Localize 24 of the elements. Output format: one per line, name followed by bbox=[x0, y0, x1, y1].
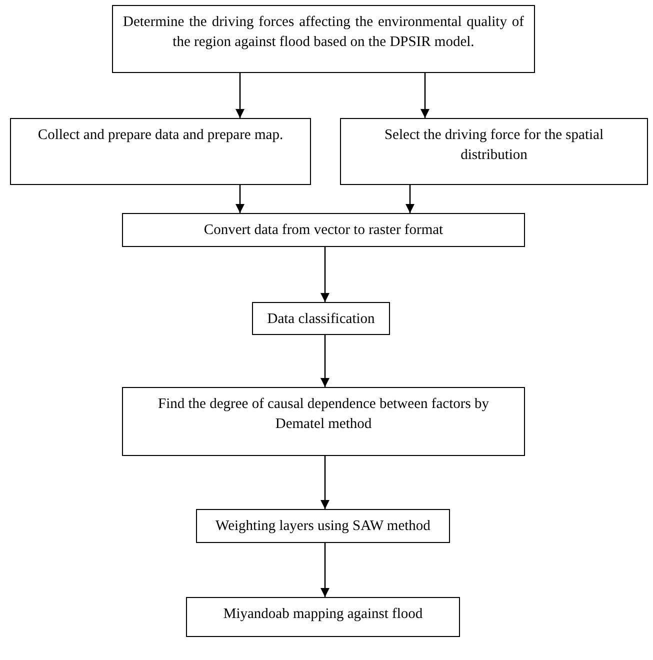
arrow bbox=[320, 543, 330, 597]
arrow bbox=[320, 247, 330, 302]
step-text: Miyandoab mapping against flood bbox=[223, 605, 423, 624]
step-text: Collect and prepare data and prepare map. bbox=[38, 126, 284, 145]
step-text: Convert data from vector to raster format bbox=[204, 221, 444, 240]
arrow bbox=[235, 185, 245, 213]
step-text: Weighting layers using SAW method bbox=[216, 517, 430, 536]
step-text: Find the degree of causal dependence between factors by Dematel method bbox=[157, 395, 490, 434]
process-box bbox=[122, 387, 525, 456]
step-text: Determine the driving forces affecting the environmental quality of the region against flood based on the DPSIR model. bbox=[123, 13, 524, 52]
step-text: Select the driving force for the spatial distribution bbox=[383, 126, 605, 166]
arrow bbox=[235, 73, 245, 118]
arrow bbox=[320, 335, 330, 387]
arrow bbox=[405, 185, 415, 213]
arrow bbox=[420, 73, 430, 118]
step-text: Data classification bbox=[267, 310, 375, 329]
process-box bbox=[252, 302, 390, 335]
arrow bbox=[320, 456, 330, 509]
process-box bbox=[122, 213, 525, 247]
process-box bbox=[10, 118, 311, 185]
process-box bbox=[340, 118, 648, 185]
process-box bbox=[196, 509, 450, 543]
process-box bbox=[186, 597, 460, 637]
process-box bbox=[112, 5, 535, 73]
